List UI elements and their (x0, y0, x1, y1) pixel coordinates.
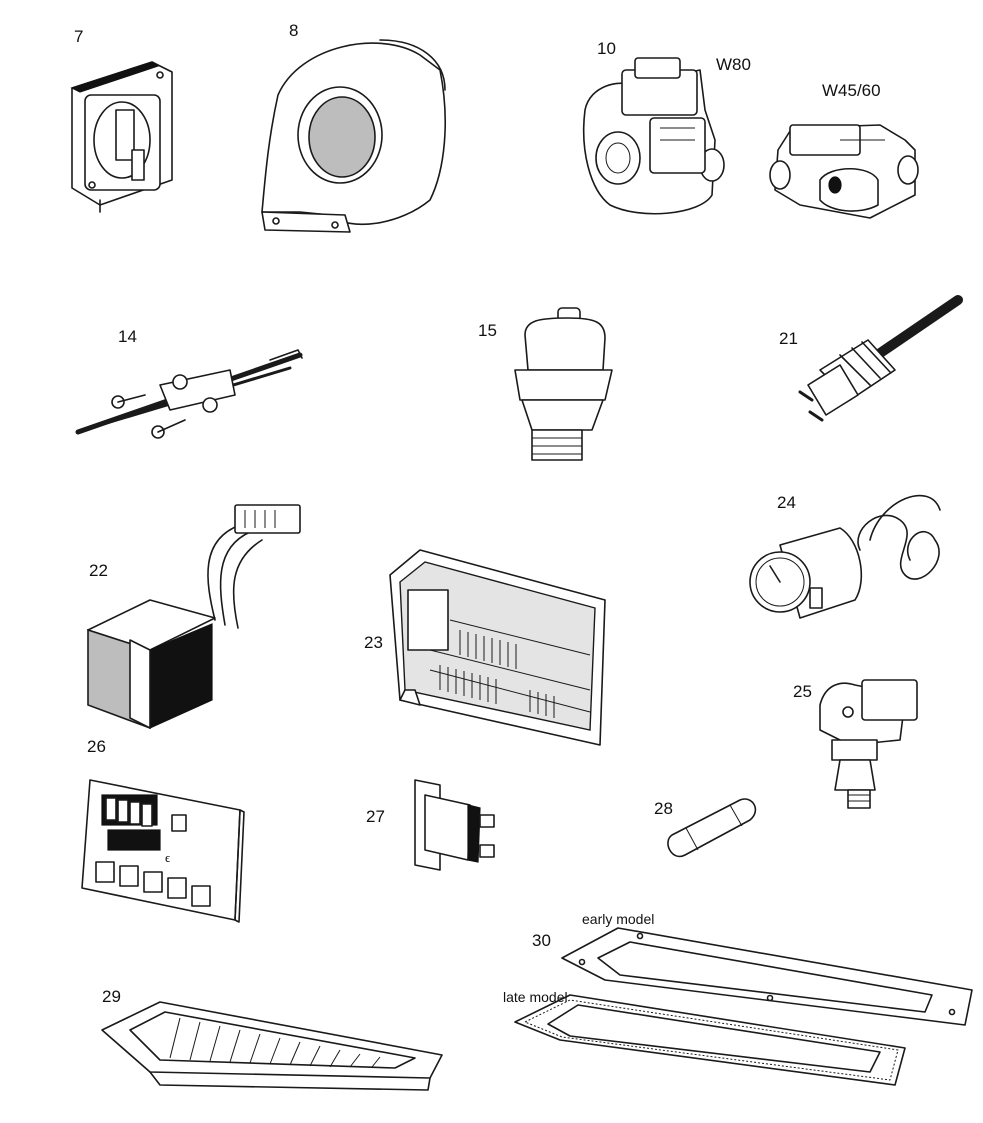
label-w80: W80 (716, 55, 751, 74)
label-part-10: 10 (597, 39, 616, 58)
tray-ribs (169, 1017, 381, 1068)
part-29-tray (101, 1001, 443, 1091)
svg-text:ϵ: ϵ (165, 850, 170, 865)
label-part-23: 23 (364, 633, 383, 652)
label-w45-60: W45/60 (822, 81, 881, 100)
part-23-control-box (389, 549, 606, 746)
part-24-pressure-gauge (749, 494, 941, 619)
part-21-sensor (798, 295, 963, 422)
part-25-pressure-switch (819, 679, 918, 809)
part-26-display-pcb: ϵ (81, 779, 245, 923)
part-22-transformer (87, 504, 301, 730)
label-part-27: 27 (366, 807, 385, 826)
label-early-model: early model (582, 911, 655, 927)
label-part-14: 14 (118, 327, 137, 346)
part-7-air-pressure-switch (70, 61, 173, 213)
label-part-24: 24 (777, 493, 796, 512)
control-box-vents (439, 630, 555, 718)
label-late-model: late model (503, 989, 568, 1005)
part-8-fan (261, 39, 446, 233)
label-part-25: 25 (793, 682, 812, 701)
part-28-fuse (667, 798, 757, 858)
part-30-gasket-late (514, 994, 906, 1086)
label-part-8: 8 (289, 21, 299, 40)
part-27-relay (414, 779, 495, 871)
label-part-29: 29 (102, 987, 121, 1006)
part-10-gas-valve-w45-60 (769, 124, 919, 219)
label-part-30: 30 (532, 931, 551, 950)
part-30-gasket-early (561, 927, 973, 1026)
part-15-air-vent (514, 307, 613, 461)
part-14-electrode-assembly (75, 349, 303, 439)
label-part-15: 15 (478, 321, 497, 340)
label-part-28: 28 (654, 799, 673, 818)
label-part-26: 26 (87, 737, 106, 756)
label-part-21: 21 (779, 329, 798, 348)
label-part-22: 22 (89, 561, 108, 580)
label-part-7: 7 (74, 27, 84, 46)
part-10-gas-valve-w80 (582, 57, 725, 215)
